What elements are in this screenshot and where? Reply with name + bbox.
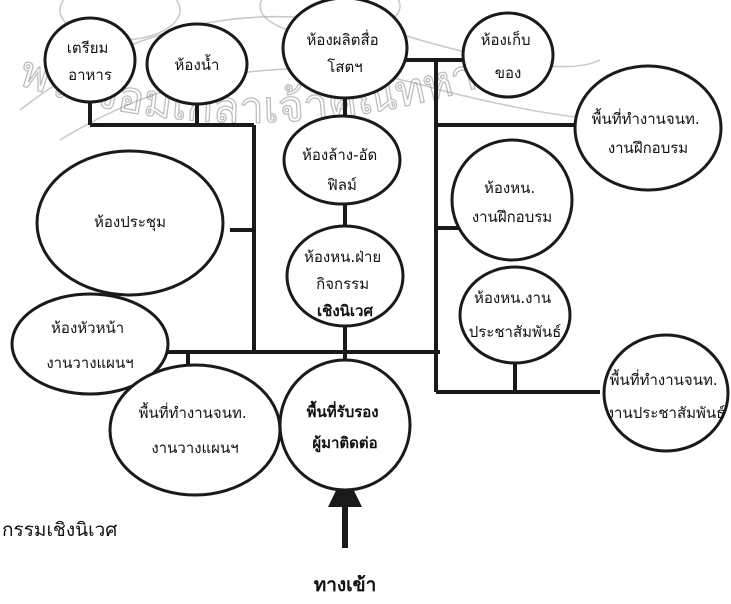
node-staff-pr-label: พื้นที่ทำงานจนท. งานประชาสัมพันธ์ — [607, 369, 726, 422]
node-storage-label: ห้องเก็บ ของ — [481, 30, 536, 82]
figure-caption: กรรมเชิงนิเวศ — [2, 519, 117, 541]
node-film-room-label: ห้องล้าง-อัด ฟิลม์ — [302, 146, 382, 194]
node-head-activities: ห้องหน.ฝ่าย กิจกรรม เชิงนิเวศ — [285, 224, 405, 328]
node-storage: ห้องเก็บ ของ — [461, 11, 555, 99]
node-film-room: ห้องล้าง-อัด ฟิลม์ — [282, 114, 402, 206]
node-head-pr: ห้องหน.งาน ประชาสัมพันธ์ — [458, 265, 572, 365]
entrance-label: ทางเข้า — [314, 574, 377, 596]
node-media-room-label: ห้องผลิตสื่อ โสตฯ — [307, 29, 384, 76]
node-meeting-room: ห้องประชุม — [35, 149, 225, 297]
node-staff-pr: พื้นที่ทำงานจนท. งานประชาสัมพันธ์ — [602, 333, 730, 453]
node-staff-training: พื้นที่ทำงานจนท. งานฝึกอบรม — [573, 64, 723, 192]
node-reception-label: พื้นที่รับรอง ผู้มาติดต่อ — [307, 400, 384, 453]
node-restroom-label: ห้องน้ำ — [175, 54, 220, 74]
node-staff-training-label: พื้นที่ทำงานจนท. งานฝึกอบรม — [592, 108, 705, 157]
node-head-training-label: ห้องหน. งานฝึกอบรม — [472, 179, 552, 226]
node-head-activities-label: ห้องหน.ฝ่าย กิจกรรม เชิงนิเวศ — [304, 248, 386, 320]
node-meeting-room-label: ห้องประชุม — [94, 213, 166, 232]
node-prep-food-label: เตรียม อาหาร — [67, 39, 113, 84]
node-media-room: ห้องผลิตสื่อ โสตฯ — [281, 0, 409, 100]
node-head-pr-label: ห้องหน.งาน ประชาสัมพันธ์ — [469, 289, 562, 341]
node-staff-planning: พื้นที่ทำงานจนท. งานวางแผนฯ — [108, 363, 282, 497]
node-head-planning: ห้องหัวหน้า งานวางแผนฯ — [10, 292, 170, 396]
node-prep-food: เตรียม อาหาร — [43, 16, 137, 104]
node-head-planning-label: ห้องหัวหน้า งานวางแผนฯ — [46, 319, 133, 372]
node-reception: พื้นที่รับรอง ผู้มาติดต่อ — [278, 358, 412, 492]
node-head-training: ห้องหน. งานฝึกอบรม — [450, 138, 574, 262]
node-restroom: ห้องน้ำ — [145, 22, 249, 106]
node-staff-planning-label: พื้นที่ทำงานจนท. งานวางแผนฯ — [139, 402, 252, 457]
